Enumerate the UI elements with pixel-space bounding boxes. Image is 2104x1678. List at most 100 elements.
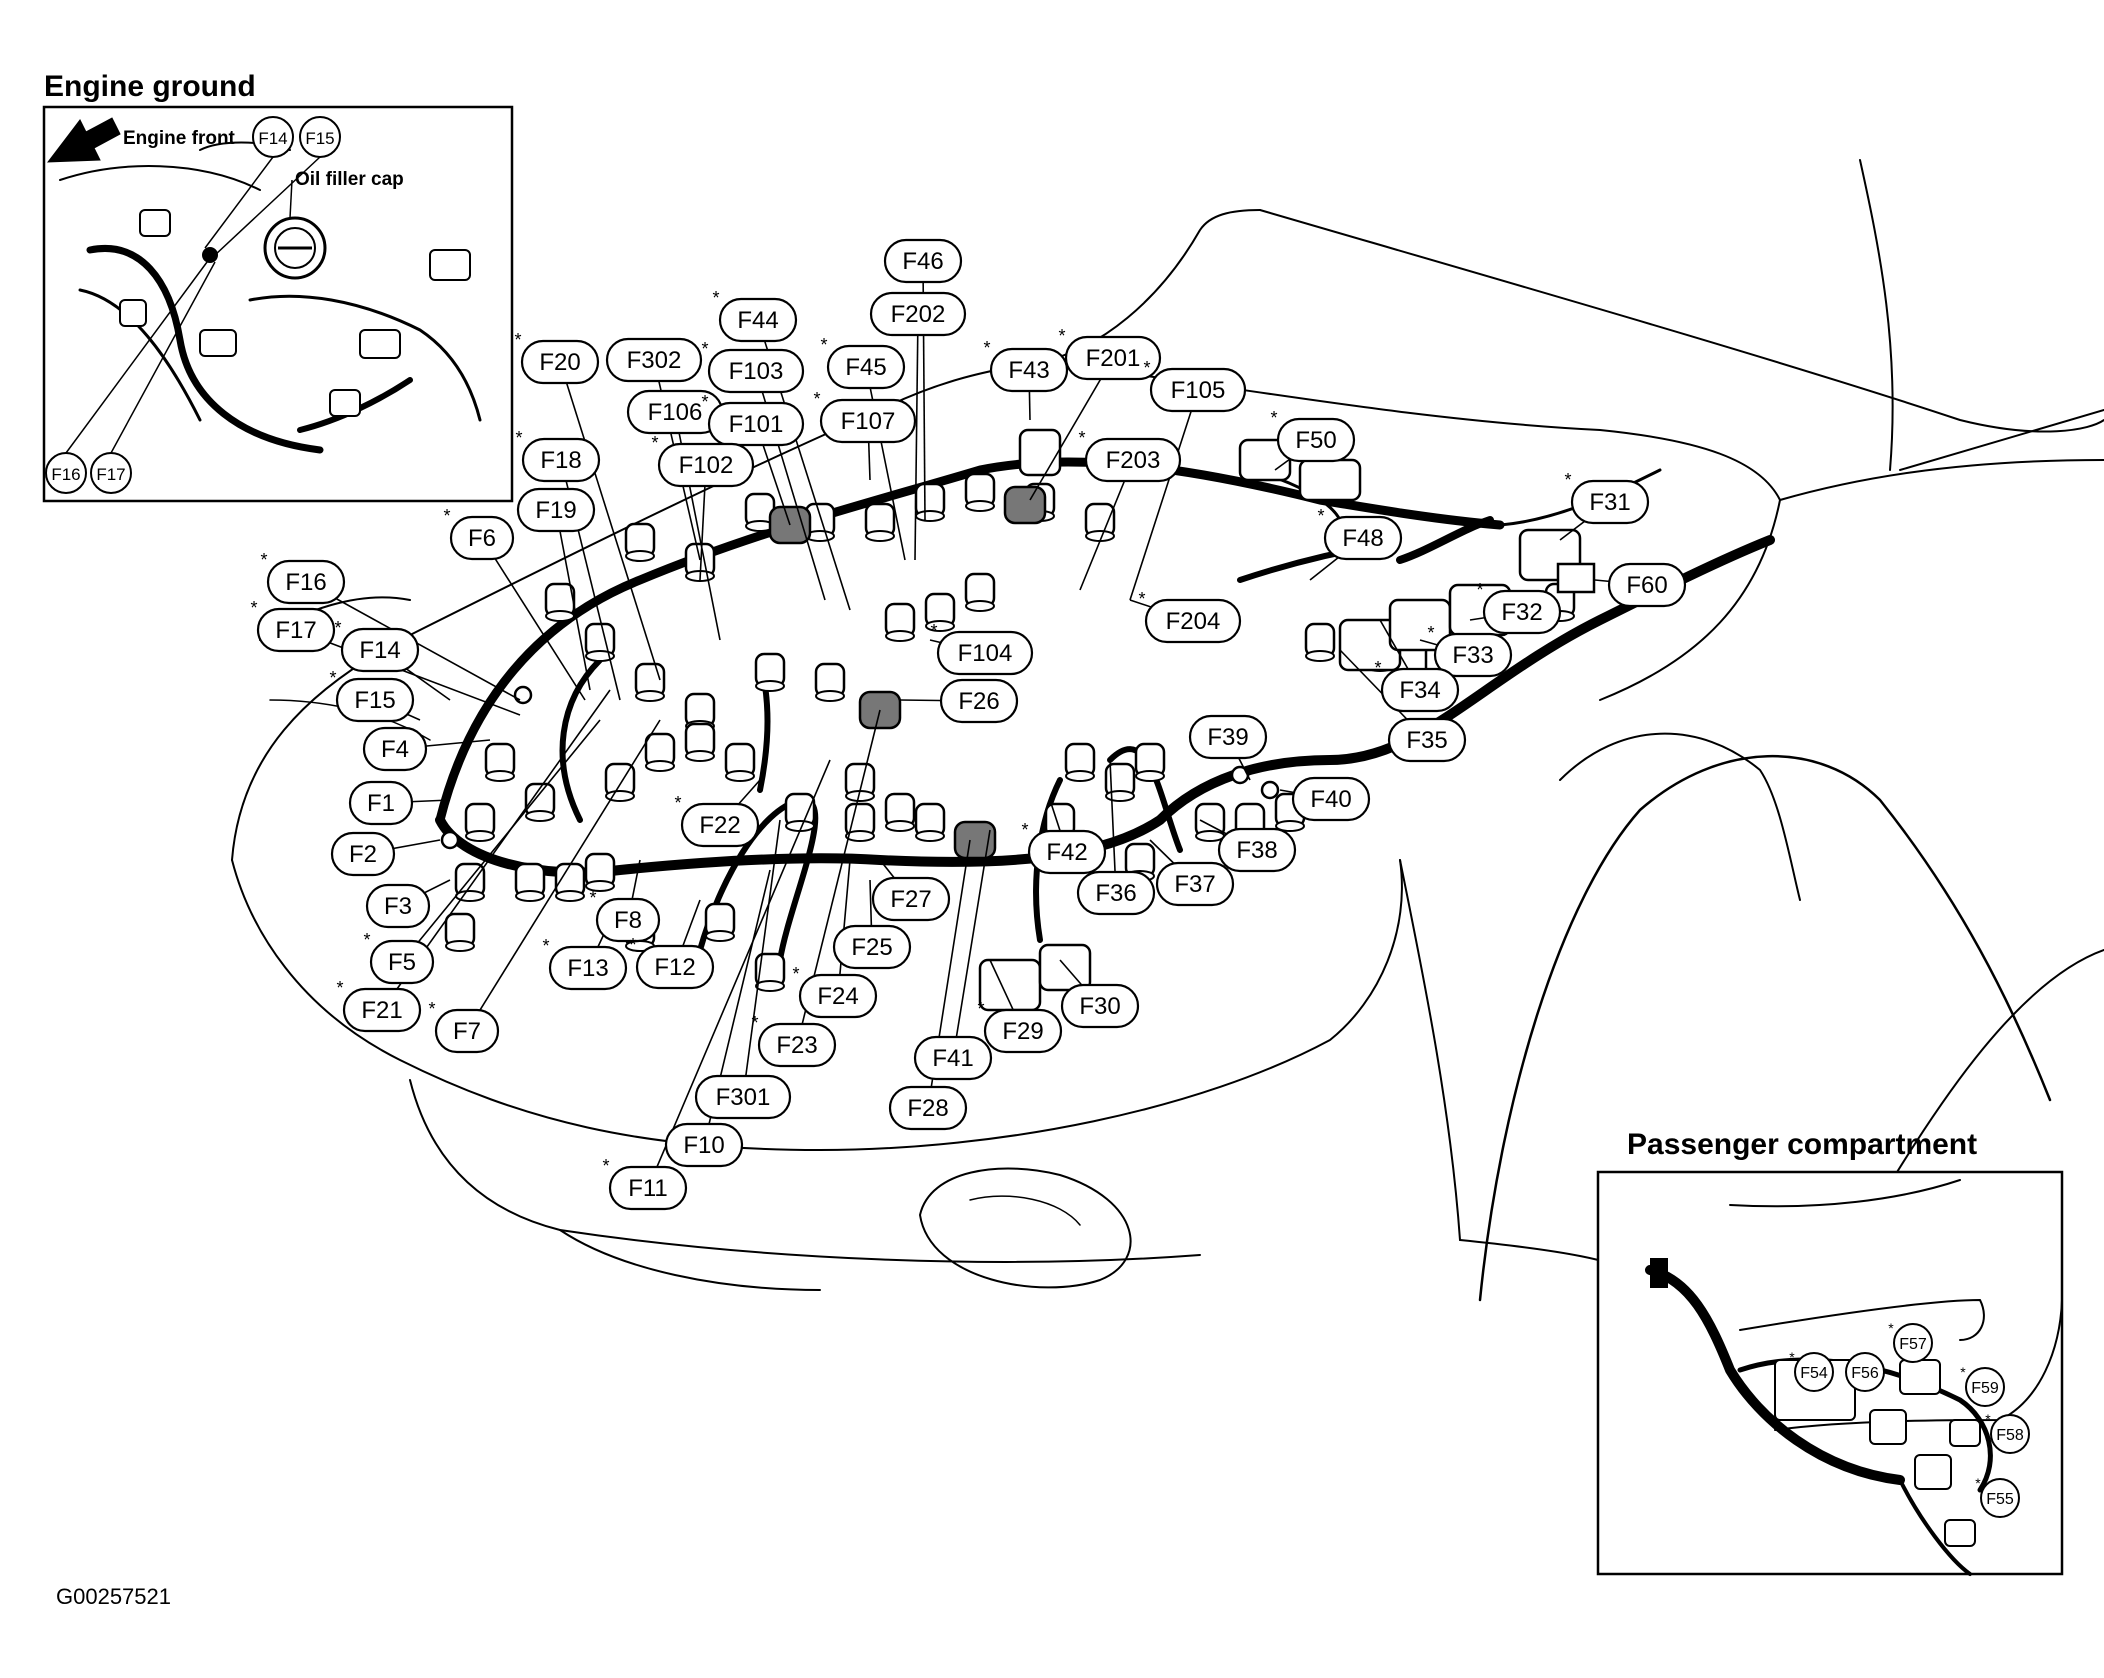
callout-bubble — [869, 291, 967, 337]
leader-f15-inset — [214, 156, 321, 256]
inset-callout-label: F14 — [258, 129, 287, 148]
leader-f11 — [647, 759, 831, 1189]
callout-label: F45 — [845, 354, 886, 381]
fender-top-line — [1779, 459, 2104, 501]
windshield-top — [1259, 209, 2104, 433]
harness-branch-left — [559, 657, 603, 823]
callout-bubble — [1607, 562, 1687, 608]
cowl-line — [1899, 409, 2104, 471]
star-mark: * — [792, 964, 799, 984]
callout-label: F107 — [841, 408, 896, 435]
callout-label: F60 — [1626, 572, 1667, 599]
callout-f301: F301 — [694, 1074, 792, 1120]
callout-label: F101 — [729, 411, 784, 438]
callout-bubble — [657, 442, 755, 488]
engine-front-arrow-icon — [46, 117, 121, 163]
callout-bubble — [520, 339, 600, 385]
star-mark: * — [820, 335, 827, 355]
connector-mouth — [1065, 770, 1095, 782]
callout-f41: F41 — [913, 1035, 993, 1081]
star-mark: * — [428, 999, 435, 1019]
leader-f19 — [555, 509, 591, 691]
connector-block — [1298, 458, 1362, 502]
star-mark: * — [1143, 358, 1150, 378]
oil-filler-cap-label: Oil filler cap — [295, 169, 404, 190]
star-mark: * — [983, 338, 990, 358]
callout-label: F36 — [1095, 880, 1136, 907]
passenger-callout-f58 — [1990, 1414, 2030, 1454]
a-pillar-line — [1859, 159, 1894, 471]
callout-bubble — [1155, 861, 1235, 907]
callout-bubble — [871, 876, 951, 922]
callout-label: F44 — [737, 307, 778, 334]
callout-bubble — [939, 678, 1019, 724]
leader-f17 — [295, 629, 521, 716]
callout-f38: F38 — [1217, 827, 1297, 873]
leader-f16-inset — [65, 257, 211, 454]
callout-f25: F25 — [832, 924, 912, 970]
callout-label: F5 — [388, 949, 416, 976]
callout-f19: F19 — [516, 487, 596, 533]
callout-bubble — [434, 1008, 500, 1054]
callout-label: F39 — [1207, 724, 1248, 751]
callout-bubble — [1433, 632, 1513, 678]
connector-block — [1038, 943, 1092, 992]
leader-f301 — [742, 819, 781, 1098]
star-mark: * — [1975, 1475, 1981, 1491]
oil-filler-cap-ring — [274, 227, 316, 269]
engine-part — [139, 209, 171, 237]
star-mark: * — [1374, 658, 1381, 678]
callout-f22: F22* — [674, 793, 760, 848]
callout-label: F43 — [1008, 357, 1049, 384]
callout-bubble — [1064, 335, 1162, 381]
callout-bubble — [1076, 870, 1156, 916]
callout-label: F35 — [1406, 727, 1447, 754]
callout-label: F302 — [627, 347, 682, 374]
inset-callout-label: F16 — [51, 465, 80, 484]
leader-f5 — [401, 719, 601, 963]
connector-mouth — [645, 760, 675, 772]
connector-mouth — [525, 810, 555, 822]
callout-f302: F302 — [605, 337, 703, 383]
callout-label: F10 — [683, 1132, 724, 1159]
passenger-connector — [1944, 1519, 1976, 1547]
callout-f26: F26 — [939, 678, 1019, 724]
passenger-callout-label: F55 — [1986, 1491, 2014, 1508]
callout-label: F4 — [381, 736, 409, 763]
callout-bubble — [1570, 479, 1650, 525]
star-mark: * — [363, 930, 370, 950]
connector-mouth — [555, 890, 585, 902]
callout-f107: F107* — [813, 389, 917, 444]
passenger-callout-label: F57 — [1899, 1336, 1927, 1353]
passenger-connector — [1949, 1419, 1981, 1447]
callout-label: F46 — [902, 248, 943, 275]
passenger-callout-f57 — [1893, 1323, 1933, 1363]
callout-f3: F3 — [365, 883, 431, 929]
callout-bubble — [989, 347, 1069, 393]
callout-f16: F16* — [260, 550, 346, 605]
leader-f201 — [1029, 357, 1114, 501]
callout-label: F38 — [1236, 837, 1277, 864]
connector-mouth — [815, 690, 845, 702]
callout-label: F41 — [932, 1045, 973, 1072]
callout-label: F42 — [1046, 839, 1087, 866]
callout-f42: F42* — [1021, 820, 1107, 875]
star-mark: * — [589, 888, 596, 908]
star-mark: * — [1138, 589, 1145, 609]
callout-bubble — [1482, 589, 1562, 635]
callout-label: F203 — [1106, 447, 1161, 474]
connector-mouth — [1105, 790, 1135, 802]
callout-f105: F105* — [1143, 358, 1247, 413]
spoiler-line — [559, 1229, 821, 1291]
oil-filler-leader — [289, 179, 293, 219]
engine-pipe — [78, 288, 202, 422]
callout-f103: F103* — [701, 339, 805, 394]
callout-label: F34 — [1399, 677, 1440, 704]
connector-mouth — [755, 980, 785, 992]
connector-mouth — [755, 680, 785, 692]
callout-label: F21 — [361, 997, 402, 1024]
star-mark: * — [1058, 326, 1065, 346]
callout-bubble — [369, 939, 435, 985]
callout-bubble — [1027, 829, 1107, 875]
